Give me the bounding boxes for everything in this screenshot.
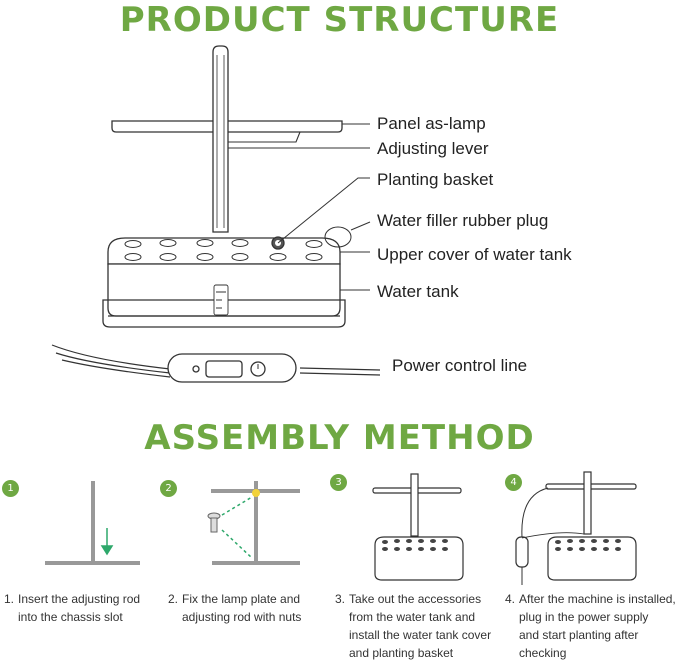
step-3-label: 3. [335, 592, 346, 606]
step4-illustration [515, 471, 637, 585]
step-4-label: 4. [505, 592, 516, 606]
step-1-text: 1.Insert the adjusting rod into the chas… [4, 590, 154, 626]
step-2-line-1: Fix the lamp plate and [182, 592, 301, 606]
step-1-label: 1. [4, 592, 15, 606]
callout-water-filler-plug: Water filler rubber plug [377, 211, 549, 230]
step-4-line-2: plug in the power supply [519, 610, 649, 624]
step-3-line-3: install the water tank cover [349, 628, 492, 642]
step-3-line-4: and planting basket [349, 646, 454, 660]
step-4-badge: 4 [505, 474, 522, 491]
step-3-line-1: Take out the accessories [349, 592, 482, 606]
step-2-label: 2. [168, 592, 179, 606]
step-4-line-3: and start planting after [519, 628, 639, 642]
step-2-line-2: adjusting rod with nuts [182, 610, 302, 624]
water-level-window [213, 284, 229, 316]
power-controller [167, 353, 297, 383]
step-2-badge: 2 [160, 480, 177, 497]
callout-panel-lamp: Panel as-lamp [377, 114, 486, 133]
step-4-line-4: checking [519, 646, 567, 660]
tank-cover [107, 237, 341, 265]
step-1-line-1: Insert the adjusting rod [18, 592, 141, 606]
step-1-line-2: into the chassis slot [18, 610, 123, 624]
step-4-text: 4.After the machine is installed, plug i… [505, 590, 679, 662]
step-3-badge: 3 [330, 474, 347, 491]
product-structure-heading: PRODUCT STRUCTURE [119, 0, 560, 40]
step-3-text: 3.Take out the accessories from the wate… [335, 590, 505, 662]
callout-power-control-line: Power control line [392, 356, 528, 375]
callout-planting-basket: Planting basket [377, 170, 494, 189]
power-cable [51, 344, 381, 378]
step-3-line-2: from the water tank and [349, 610, 476, 624]
callout-upper-cover: Upper cover of water tank [377, 245, 572, 264]
power-button-icon [250, 361, 266, 377]
screw-icon [207, 512, 221, 533]
callout-water-tank: Water tank [377, 282, 459, 301]
step-2-text: 2.Fix the lamp plate and adjusting rod w… [168, 590, 328, 626]
arrow-down-icon [100, 528, 114, 556]
step3-illustration [372, 473, 464, 581]
base-tray [102, 299, 346, 328]
step1-illustration [45, 481, 140, 565]
callout-lines [228, 123, 371, 291]
callout-adjusting-lever: Adjusting lever [377, 139, 489, 158]
assembly-method-heading: ASSEMBLY METHOD [144, 418, 535, 458]
step-1-badge: 1 [2, 480, 19, 497]
step-4-line-1: After the machine is installed, [519, 592, 676, 606]
planting-holes [124, 239, 323, 261]
adjusting-lever [212, 45, 229, 233]
